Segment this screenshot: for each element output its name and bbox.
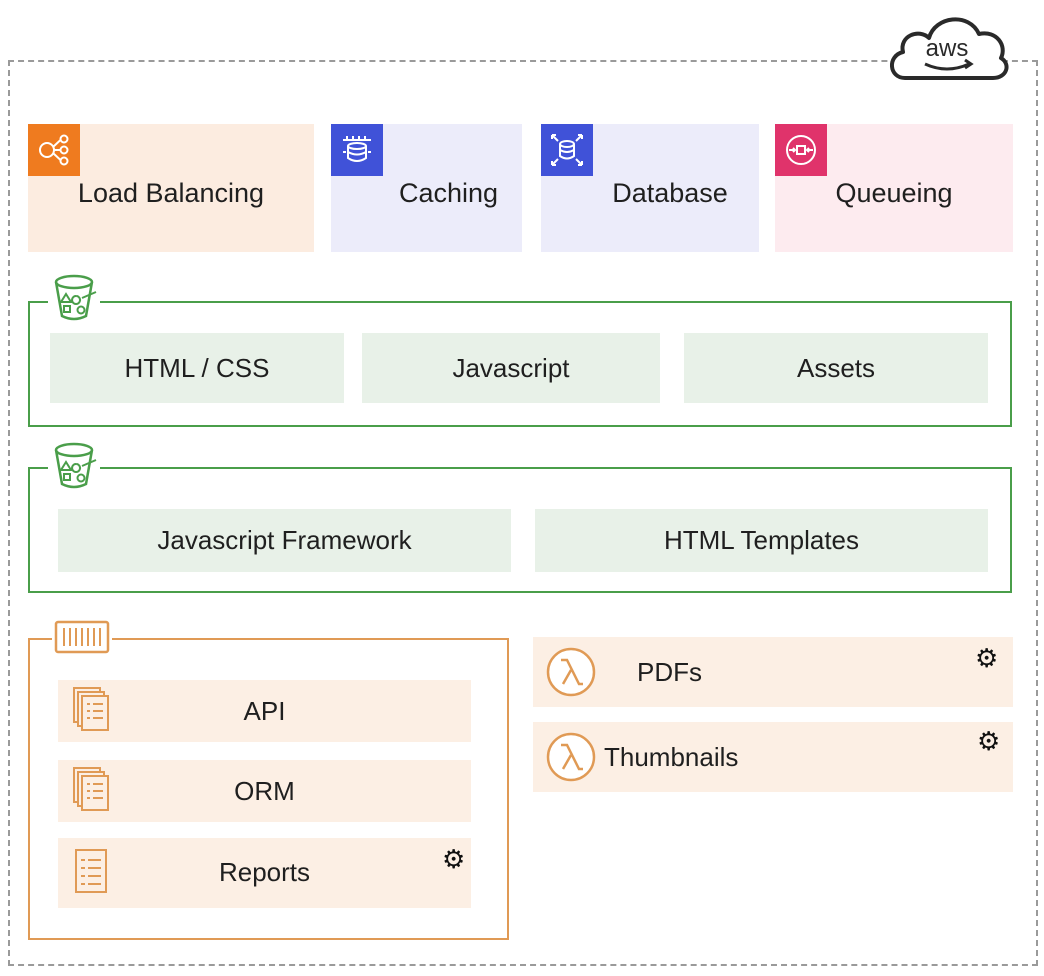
document-list-icon: [75, 849, 107, 893]
s3-bucket-icon: [48, 440, 100, 492]
load-balancer-icon: [28, 124, 80, 176]
service-label: Database: [612, 177, 728, 208]
aws-logo-text: aws: [926, 35, 969, 62]
service-label: Caching: [398, 177, 499, 208]
database-icon: [541, 124, 593, 176]
bucket-item: Assets: [684, 333, 988, 403]
container-item-label: Reports: [218, 857, 311, 887]
gear-icon: ⚙: [442, 844, 466, 874]
lambda-label: Thumbnails: [604, 742, 739, 772]
container-item-api: API: [58, 680, 471, 742]
service-database: Database: [541, 124, 759, 252]
service-label: Load Balancing: [77, 177, 265, 208]
bucket-item: HTML Templates: [535, 509, 988, 572]
bucket-item: Javascript: [362, 333, 660, 403]
bucket-item-label: Assets: [796, 352, 876, 383]
lambda-label: PDFs: [637, 657, 702, 687]
lambda-thumbnails: Thumbnails ⚙: [533, 722, 1013, 792]
aws-cloud-icon: aws: [890, 17, 1009, 80]
cache-icon: [331, 124, 383, 176]
container-item-reports: Reports ⚙: [58, 838, 471, 908]
bucket-item-label: HTML Templates: [663, 525, 860, 555]
container-item-label: ORM: [234, 776, 295, 806]
service-caching: Caching: [331, 124, 522, 252]
lambda-icon: [546, 732, 596, 782]
stacked-documents-icon: [73, 767, 109, 811]
gear-icon: ⚙: [977, 726, 1001, 756]
bucket-item-label: Javascript Framework: [157, 525, 412, 555]
s3-bucket-icon: [48, 272, 100, 324]
service-load-balancing: Load Balancing: [28, 124, 314, 252]
lambda-pdfs: PDFs ⚙: [533, 637, 1013, 707]
gear-icon: ⚙: [975, 643, 999, 673]
queue-icon: [775, 124, 827, 176]
aws-logo: aws: [885, 6, 1013, 88]
container-item-orm: ORM: [58, 760, 471, 822]
container-item-label: API: [243, 696, 286, 726]
container-icon: [52, 618, 112, 656]
bucket-item-label: HTML / CSS: [124, 352, 270, 383]
service-label: Queueing: [835, 177, 953, 208]
stacked-documents-icon: [73, 687, 109, 731]
lambda-icon: [546, 647, 596, 697]
bucket-item: Javascript Framework: [58, 509, 511, 572]
service-queueing: Queueing: [775, 124, 1013, 252]
aws-cloud-boundary: [8, 60, 1038, 966]
bucket-item-label: Javascript: [452, 352, 570, 383]
bucket-item: HTML / CSS: [50, 333, 344, 403]
